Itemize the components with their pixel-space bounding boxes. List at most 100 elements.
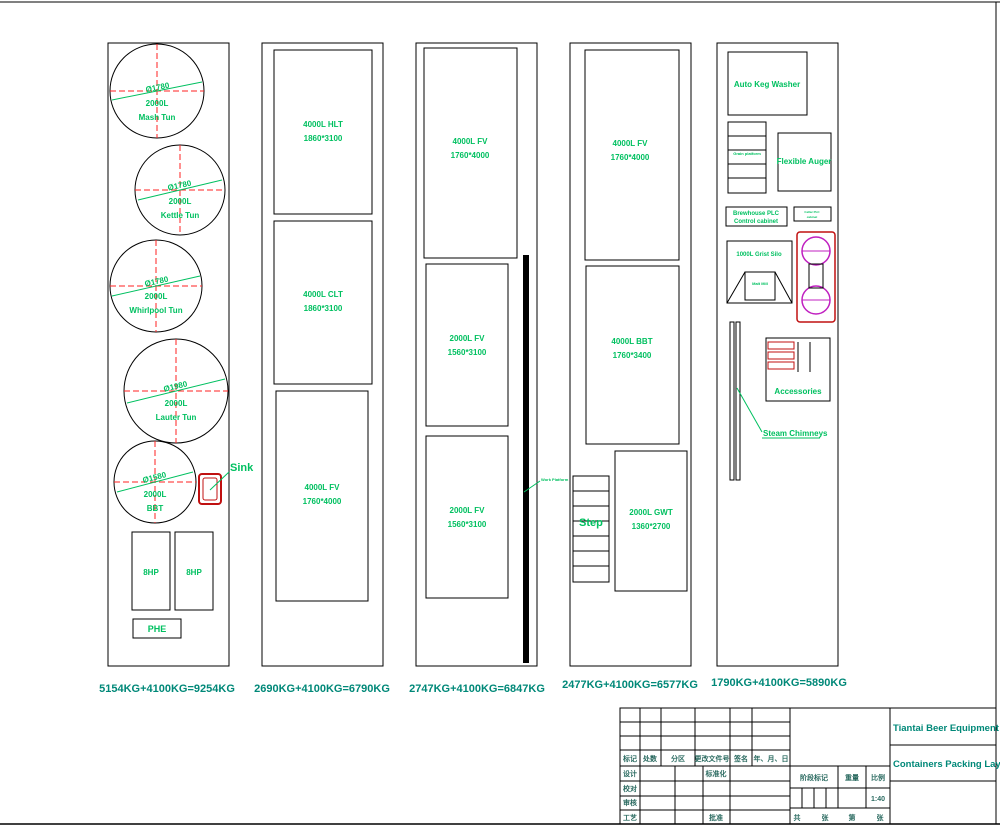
rack-label: Grain platform [733, 151, 761, 156]
container-weight: 2747KG+4100KG=6847KG [409, 683, 545, 695]
tank-box-size: 1760*4000 [303, 497, 342, 506]
malt-mill-label: Malt Mill [752, 281, 768, 286]
tank-name: Whirlpool Tun [129, 306, 182, 315]
tank-box-size: 1560*3100 [448, 520, 487, 529]
platform-leader [523, 480, 541, 493]
keg-washer-label: Auto Keg Washer [734, 80, 800, 89]
chimney-label: Steam Chimneys [763, 429, 828, 438]
tank-capacity: 2000L [146, 99, 169, 108]
silo-label: 1000L Grist Silo [736, 252, 782, 258]
tank-mash-tun: Ø1780 2000L Mash Tun [109, 43, 205, 139]
grain-platform-rack: Grain platform [727, 121, 767, 194]
cellar-plc-box [793, 206, 832, 222]
tank-box-title: 4000L HLT [303, 120, 343, 129]
tank-box-size: 1360*2700 [632, 522, 671, 531]
cart-body [808, 263, 824, 289]
ratio-label: 比例 [871, 773, 885, 782]
sink-label: Sink [230, 462, 254, 474]
container-4: 4000L FV 1760*4000 4000L BBT 1760*3400 2… [562, 42, 698, 691]
tank-capacity: 2000L [144, 490, 167, 499]
tank-capacity: 2000L [165, 399, 188, 408]
chimney-pipe [735, 321, 741, 481]
pump-cart [796, 231, 836, 323]
container-weight: 1790KG+4100KG=5890KG [711, 677, 847, 689]
tank-box-size: 1760*4000 [611, 153, 650, 162]
phe-label: PHE [148, 624, 167, 634]
container-outline [107, 42, 230, 667]
standardization-label: 标准化 [705, 769, 727, 778]
silo-hopper-line [726, 271, 746, 304]
accessory-item [767, 351, 795, 360]
sink-basin [202, 477, 218, 501]
scale-value: 1:40 [871, 796, 885, 803]
tank-name: BBT [147, 504, 164, 513]
stage-mark-label: 阶段标记 [800, 773, 828, 782]
dimension-line [116, 471, 194, 493]
container-weight: 2690KG+4100KG=6790KG [254, 683, 390, 695]
tank-box-title: 2000L FV [450, 506, 486, 515]
brewhouse-plc-label-2: Control cabinet [734, 219, 778, 225]
dimension-line [111, 81, 203, 101]
step-outline [572, 475, 610, 583]
cellar-plc-label-1: Cellar PLC [804, 210, 820, 214]
row-check: 校对 [623, 784, 637, 793]
accessory-item [767, 361, 795, 370]
row-review: 审核 [623, 798, 637, 807]
header-mark: 标记 [622, 754, 637, 763]
no-label: 第 [849, 813, 856, 822]
keg-washer-box [727, 51, 808, 116]
sink: Sink [198, 462, 254, 505]
tank-box-fv-4000 [423, 47, 518, 259]
header-sign: 签名 [733, 754, 748, 763]
header-change-doc: 更改文件号 [695, 754, 730, 763]
cart-frame [796, 231, 836, 323]
container-weight: 2477KG+4100KG=6577KG [562, 679, 698, 691]
tank-box-title: 2000L FV [450, 334, 486, 343]
container-outline [261, 42, 384, 667]
sheet-label: 张 [822, 813, 830, 822]
company-name: Tiantai Beer Equipment Co., [893, 723, 1000, 734]
container-2: 4000L HLT 1860*3100 4000L CLT 1860*3100 … [254, 42, 390, 695]
step-label: Step [579, 517, 603, 529]
container-3: 4000L FV 1760*4000 2000L FV 1560*3100 20… [409, 42, 569, 695]
brewhouse-plc-box [725, 206, 788, 227]
tank-diameter: Ø1780 [145, 81, 171, 95]
silo-outline [726, 240, 793, 304]
silo-hopper-line [774, 271, 793, 304]
tank-name: Kettle Tun [161, 211, 200, 220]
tank-box-title: 4000L BBT [611, 337, 652, 346]
tank-name: Lauter Tun [156, 413, 197, 422]
tank-box-bbt [585, 265, 680, 445]
dimension-line [137, 179, 223, 201]
platform-label: Work Platform [541, 477, 569, 482]
header-count: 处数 [642, 754, 658, 763]
sink-outline [198, 473, 222, 505]
title-block-text: Tiantai Beer Equipment Co., Containers P… [622, 723, 1000, 822]
container-1: Ø1780 2000L Mash Tun Ø1780 2000L Kettle … [99, 42, 254, 695]
tank-lauter-tun: Ø1980 2000L Lauter Tun [123, 338, 229, 444]
tank-box-title: 2000L GWT [629, 508, 673, 517]
container-outline [415, 42, 538, 667]
hp-unit-1 [131, 531, 171, 611]
tank-box-fv-2000-b [425, 435, 509, 599]
container-outline [569, 42, 692, 667]
accessories-label: Accessories [774, 387, 822, 396]
total-label: 共 [794, 813, 801, 822]
malt-mill-box [744, 271, 776, 301]
header-date: 年、月、日 [754, 754, 789, 763]
tank-box-fv [584, 49, 680, 261]
hp-unit-1-label: 8HP [143, 568, 159, 577]
tank-whirlpool-tun: Ø1780 2000L Whirlpool Tun [109, 239, 203, 333]
tank-box-fv [275, 390, 369, 602]
flexible-auger-box [777, 132, 832, 192]
step-ladder: Step [572, 475, 610, 583]
header-zone: 分区 [671, 754, 685, 763]
tank-name: Mash Tun [139, 113, 176, 122]
chimney-pipe [729, 321, 735, 481]
title-block [619, 707, 997, 825]
dimension-line [111, 275, 201, 297]
accessories-outline [765, 337, 831, 402]
container-weight: 5154KG+4100KG=9254KG [99, 683, 235, 695]
container-5: Auto Keg Washer Grain platform Flexible … [711, 42, 847, 689]
